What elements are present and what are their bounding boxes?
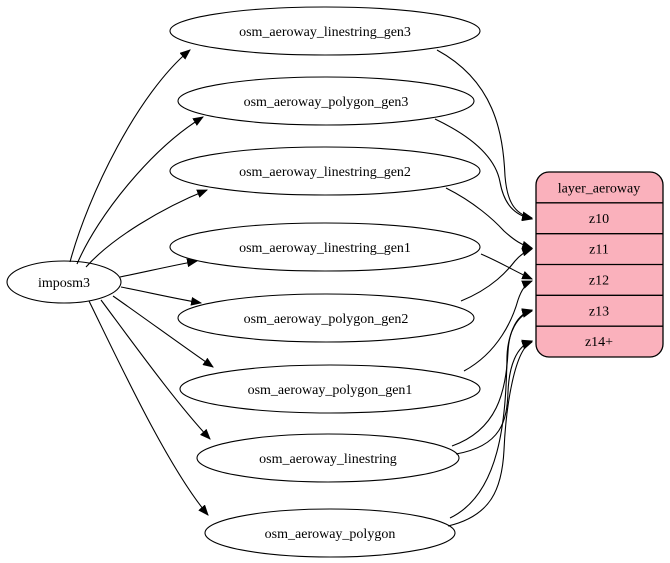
- node-osm-aeroway-polygon-shape: [204, 508, 456, 558]
- node-osm-aeroway-linestring-label: osm_aeroway_linestring: [259, 452, 397, 467]
- edge-imposm3-to-polygon: [88, 300, 209, 516]
- layer-row-z11: z11: [589, 243, 609, 258]
- edge-imposm3-to-linestring-gen2: [85, 189, 209, 268]
- edge-polygon-to-z14: [447, 341, 534, 527]
- edge-linestring-gen2-to-z11: [445, 187, 534, 250]
- edge-linestring-gen3-to-z10: [436, 49, 534, 221]
- edge-polygon-gen3-to-z10: [434, 118, 534, 222]
- node-layer-aeroway: layer_aeroway z10 z11 z12 z13 z14+: [535, 171, 664, 358]
- node-osm-aeroway-polygon-gen3-shape: [177, 76, 475, 126]
- node-osm-aeroway-polygon-gen2-shape: [177, 293, 475, 343]
- node-osm-aeroway-linestring-gen3-label: osm_aeroway_linestring_gen3: [239, 25, 411, 40]
- layer-row-z12: z12: [589, 274, 609, 289]
- node-imposm3-label: imposm3: [38, 276, 90, 291]
- node-osm-aeroway-linestring-gen3-shape: [169, 6, 481, 56]
- node-osm-aeroway-polygon-gen2-label: osm_aeroway_polygon_gen2: [244, 312, 409, 327]
- layer-row-z10: z10: [589, 212, 609, 227]
- node-osm-aeroway-polygon-gen1-shape: [179, 364, 481, 414]
- edge-imposm3-to-linestring-gen3: [69, 49, 191, 263]
- edge-imposm3-to-linestring: [100, 299, 211, 440]
- node-osm-aeroway-linestring-gen1-label: osm_aeroway_linestring_gen1: [239, 241, 411, 256]
- edge-imposm3-to-polygon-gen1: [112, 295, 214, 368]
- edge-imposm3-to-polygon-gen2: [120, 286, 203, 306]
- node-osm-aeroway-linestring-gen1-shape: [169, 222, 481, 272]
- edge-imposm3-to-linestring-gen1: [119, 258, 199, 278]
- node-imposm3-shape: [6, 260, 122, 304]
- layer-row-z14: z14+: [585, 335, 613, 350]
- node-osm-aeroway-linestring-gen2-shape: [169, 146, 481, 196]
- edge-polygon-to-z13: [449, 309, 534, 519]
- edge-linestring-gen1-to-z12: [480, 253, 534, 280]
- edge-linestring-to-z14: [455, 339, 534, 455]
- node-osm-aeroway-linestring-shape: [196, 433, 460, 483]
- edge-polygon-gen2-to-z11: [460, 247, 534, 302]
- node-osm-aeroway-polygon-gen1-label: osm_aeroway_polygon_gen1: [248, 383, 413, 398]
- edge-polygon-gen1-to-z12: [463, 280, 534, 372]
- node-osm-aeroway-polygon-gen3-label: osm_aeroway_polygon_gen3: [244, 95, 409, 110]
- edge-imposm3-to-polygon-gen3: [76, 116, 204, 265]
- node-osm-aeroway-linestring-gen2-label: osm_aeroway_linestring_gen2: [239, 165, 411, 180]
- layer-aeroway-header: layer_aeroway: [558, 182, 640, 197]
- node-osm-aeroway-polygon-label: osm_aeroway_polygon: [265, 527, 396, 542]
- layer-row-z13: z13: [589, 305, 609, 320]
